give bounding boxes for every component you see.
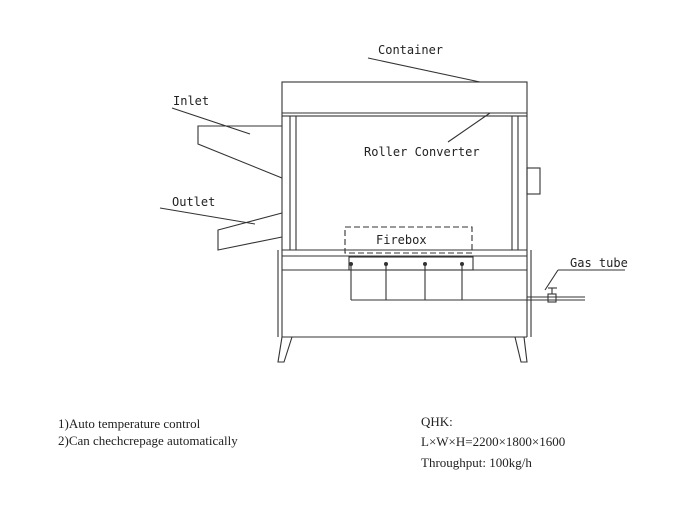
gas-valve [547,287,557,303]
dimensions-label: L×W×H=2200×1800×1600 [421,434,566,449]
throughput-label: Throughput: 100kg/h [421,455,532,470]
outlet-chute [217,212,283,251]
container-label: Container [378,43,443,57]
gas-tube-label: Gas tube [570,256,628,270]
inlet-hopper [197,125,283,179]
inlet-label: Inlet [173,94,209,108]
feature-1: 1)Auto temperature control [58,416,201,431]
feature-2: 2)Can chechcrepage automatically [58,433,238,448]
leader-lines [159,57,625,291]
roller-converter-label: Roller Converter [364,145,480,159]
legs [277,336,528,363]
firebox-label: Firebox [376,233,427,247]
model-label: QHK: [421,414,453,429]
firebox-box [344,226,473,254]
base-frame [277,249,532,338]
container-shape [281,81,528,117]
roller-converter-drum [281,116,528,250]
side-nozzle [526,167,541,195]
outlet-label: Outlet [172,195,215,209]
